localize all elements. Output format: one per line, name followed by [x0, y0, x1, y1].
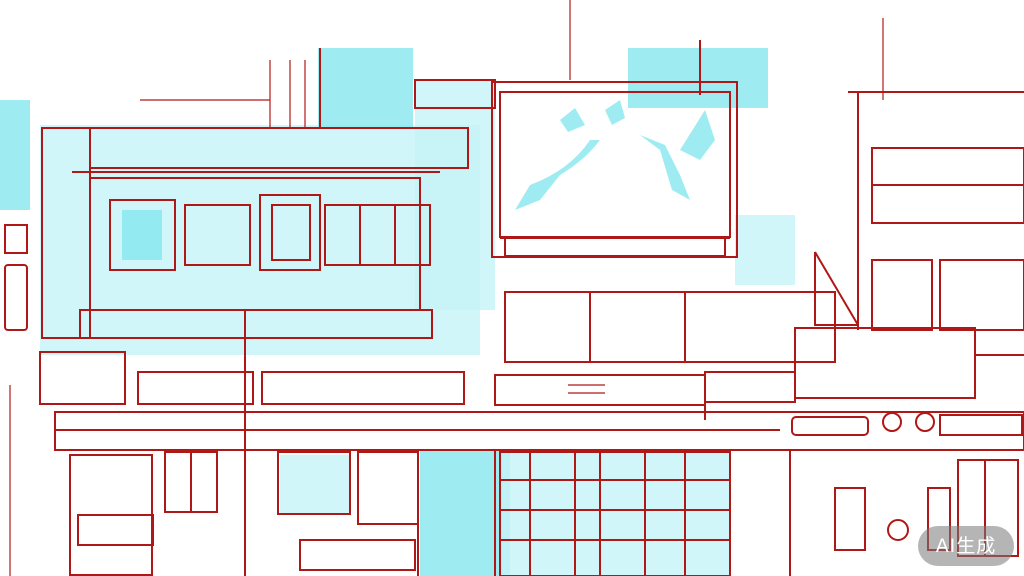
right-window-b — [939, 259, 1024, 331]
left-awning — [39, 351, 126, 405]
window-4 — [324, 204, 431, 266]
mid-sign — [494, 374, 706, 406]
lamp-b — [915, 412, 935, 432]
right-bracket — [814, 252, 858, 326]
lamp-a — [882, 412, 902, 432]
ai-generated-badge: AI生成 — [918, 526, 1014, 566]
wall-box-a — [4, 224, 28, 254]
right-small-wash — [735, 215, 795, 285]
top-box — [414, 79, 496, 109]
right-window-a — [871, 259, 933, 331]
left-edge-wash — [0, 100, 30, 210]
top-right-cyan-block — [628, 48, 768, 108]
shop-window-c — [357, 451, 419, 525]
right-balcony — [794, 327, 976, 399]
right-light — [791, 416, 869, 436]
shop-window-b — [277, 451, 351, 515]
glass-grid — [499, 451, 731, 576]
bottom-left-wash — [280, 455, 350, 515]
top-cyan-block — [318, 48, 413, 128]
right-door-a — [834, 487, 866, 551]
mid-panel — [504, 291, 836, 363]
cornice — [89, 127, 469, 169]
window-1 — [109, 199, 176, 271]
wall-box-b — [4, 264, 28, 331]
sign-b — [261, 371, 465, 405]
ledge — [79, 309, 433, 339]
sign-a — [137, 371, 254, 405]
bottom-center-wash — [420, 450, 510, 576]
window-2 — [184, 204, 251, 266]
bottom-grid-wash — [500, 450, 730, 576]
window-3 — [259, 194, 321, 271]
center-wash — [415, 80, 495, 310]
